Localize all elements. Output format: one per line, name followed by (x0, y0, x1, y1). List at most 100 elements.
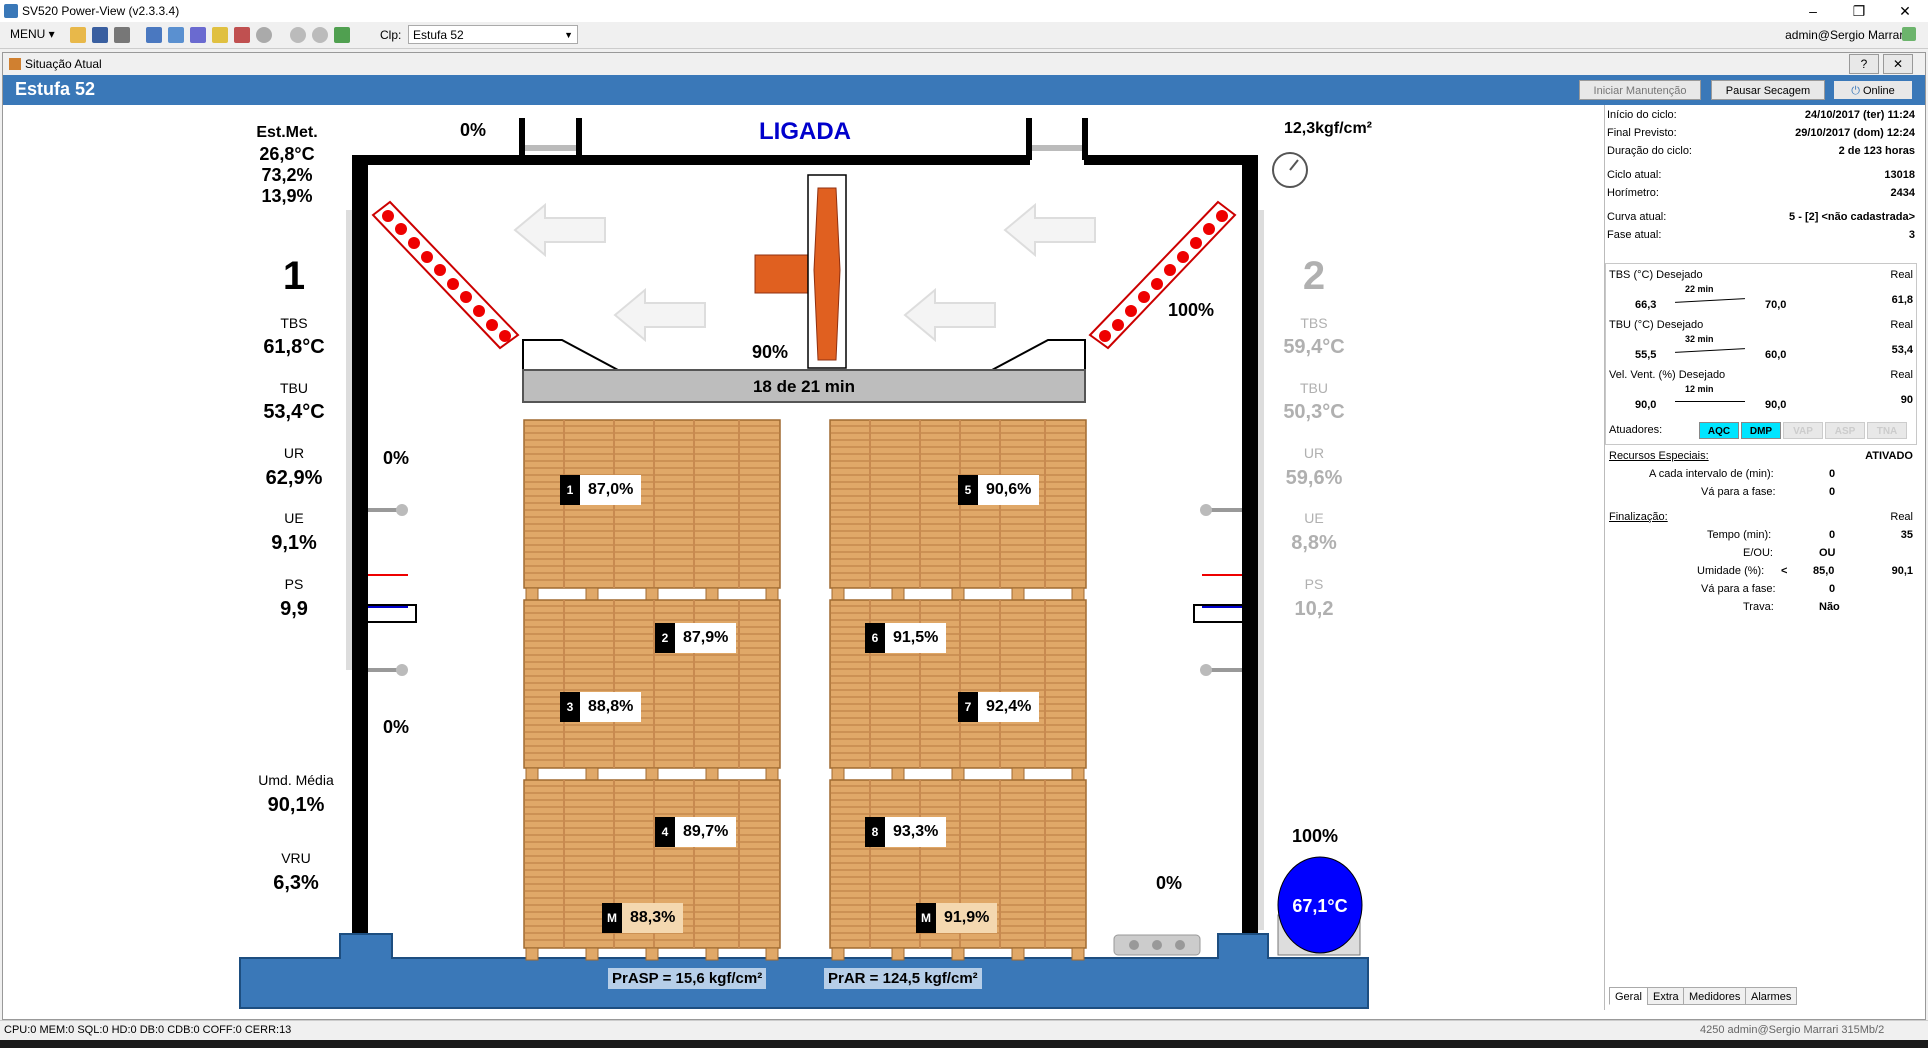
menu-button[interactable]: MENU ▾ (10, 27, 55, 41)
fase-label: Fase atual: (1607, 229, 1662, 241)
final-value: 29/10/2017 (dom) 12:24 (1795, 127, 1915, 139)
tbu-2-value: 50,3°C (1283, 401, 1345, 423)
actuator-dmp[interactable]: DMP (1741, 422, 1781, 439)
clp-select-value: Estufa 52 (413, 28, 464, 42)
real-label-3: Real (1890, 369, 1913, 381)
pallet-num: 5 (958, 475, 978, 505)
tempo-label: Tempo (min): (1707, 529, 1772, 541)
umidade-value: 85,0 (1813, 565, 1835, 577)
minimize-button[interactable]: – (1809, 3, 1817, 19)
pallet-value: 88,8% (580, 692, 642, 722)
actuator-asp[interactable]: ASP (1825, 422, 1865, 439)
pallet-label-5: 5 90,6% (958, 475, 1040, 505)
pallet-num: M (916, 903, 936, 933)
est-met-label: Est.Met. (256, 124, 318, 141)
actuator-aqc[interactable]: AQC (1699, 422, 1739, 439)
print-icon[interactable] (114, 27, 130, 43)
actuator-vap[interactable]: VAP (1783, 422, 1823, 439)
close-button[interactable]: ✕ (1899, 3, 1911, 19)
status-right: 4250 admin@Sergio Marrari 315Mb/2 (1700, 1024, 1885, 1036)
final-label: Final Previsto: (1607, 127, 1677, 139)
pallet-num: 3 (560, 692, 580, 722)
prar-label: PrAR = 124,5 kgf/cm² (824, 968, 982, 989)
fin-va-value: 0 (1829, 583, 1836, 595)
pallet-label-3: 3 88,8% (560, 692, 642, 722)
tbs-2-label: TBS (1300, 315, 1328, 331)
pausar-secagem-button[interactable]: Pausar Secagem (1711, 80, 1825, 100)
ps-label: PS (284, 576, 304, 592)
tbs-from: 66,3 (1635, 299, 1657, 311)
lock-icon[interactable] (334, 27, 350, 43)
ps-value: 9,9 (280, 598, 308, 620)
tools-icon[interactable] (190, 27, 206, 43)
ciclo-label: Ciclo atual: (1607, 169, 1662, 181)
airflow-arrow-4 (1003, 202, 1096, 258)
clp-select[interactable]: Estufa 52 ▼ (408, 25, 578, 44)
prasp-label: PrASP = 15,6 kgf/cm² (608, 968, 767, 989)
tab-extra[interactable]: Extra (1647, 987, 1685, 1005)
boiler-temp: 67,1°C (1292, 896, 1348, 916)
eou-label: E/OU: (1743, 547, 1773, 559)
zone-1-label: 1 (282, 254, 306, 298)
tbu-ramp-time: 32 min (1685, 334, 1714, 344)
kiln-status: LIGADA (759, 118, 851, 145)
database-icon[interactable] (212, 27, 228, 43)
pallet-spacer (585, 767, 599, 781)
clp-label: Clp: (380, 28, 402, 42)
intervalo-value: 0 (1829, 468, 1836, 480)
ur-value: 62,9% (265, 467, 323, 489)
pallet-label-4: 4 89,7% (655, 817, 737, 847)
help-button[interactable]: ? (1849, 54, 1879, 74)
floor-duct (239, 933, 1369, 1009)
kiln-diagram (239, 118, 1369, 1009)
back-icon[interactable] (290, 27, 306, 43)
pallet-stack-right (829, 419, 1087, 961)
tab-medidores[interactable]: Medidores (1683, 987, 1747, 1005)
header-band: Estufa 52 Iniciar Manutenção Pausar Seca… (3, 75, 1925, 105)
zone-2-label: 2 (1302, 254, 1326, 298)
cancel-icon[interactable] (256, 27, 272, 43)
pallet-num: 6 (865, 623, 885, 653)
finalizacao-title[interactable]: Finalização: (1609, 511, 1668, 523)
pallet-spacer (765, 947, 779, 961)
vel-ramp-arrow (1675, 401, 1745, 402)
vru-label: VRU (281, 850, 311, 866)
inner-close-button[interactable]: ✕ (1883, 54, 1913, 74)
maximize-button[interactable]: ❐ (1852, 3, 1866, 19)
pallet-value: 89,7% (675, 817, 737, 847)
report-icon[interactable] (234, 27, 250, 43)
tab-alarmes[interactable]: Alarmes (1745, 987, 1798, 1005)
ur-2-value: 59,6% (1285, 467, 1343, 489)
wood-stack (523, 599, 781, 769)
tab-geral[interactable]: Geral (1609, 987, 1648, 1005)
window-icon (9, 58, 21, 70)
fan-blade (813, 187, 841, 361)
pallet-value: 91,5% (885, 623, 947, 653)
boiler-tank (1277, 856, 1363, 954)
save-icon[interactable] (92, 27, 108, 43)
open-folder-icon[interactable] (70, 27, 86, 43)
recursos-title[interactable]: Recursos Especiais: (1609, 450, 1709, 462)
monitor-icon[interactable] (168, 27, 184, 43)
online-button[interactable]: ⏻ Online (1833, 80, 1913, 100)
recursos-status: ATIVADO (1865, 450, 1913, 462)
pallet-value: 87,0% (580, 475, 642, 505)
windows-icon[interactable] (146, 27, 162, 43)
timer-bar (522, 369, 1086, 403)
duracao-value: 2 de 123 horas (1838, 145, 1915, 157)
pallet-spacer (831, 767, 845, 781)
iniciar-manutencao-button[interactable]: Iniciar Manutenção (1579, 80, 1701, 100)
fan-motor (754, 254, 814, 294)
vel-desejado-label: Vel. Vent. (%) Desejado (1609, 369, 1726, 381)
pallet-spacer (1011, 767, 1025, 781)
window-title-bar: SV520 Power-View (v2.3.3.4) – ❐ ✕ (0, 0, 1928, 22)
pallet-stack-left (523, 419, 781, 961)
tbs-to: 70,0 (1765, 299, 1787, 311)
tbs-real: 61,8 (1891, 294, 1913, 306)
spray-pct: 0% (1156, 873, 1183, 893)
roof-center (578, 155, 1030, 165)
forward-icon[interactable] (312, 27, 328, 43)
pipe-left (346, 210, 352, 670)
vel-to: 90,0 (1765, 399, 1787, 411)
actuator-tna[interactable]: TNA (1867, 422, 1907, 439)
